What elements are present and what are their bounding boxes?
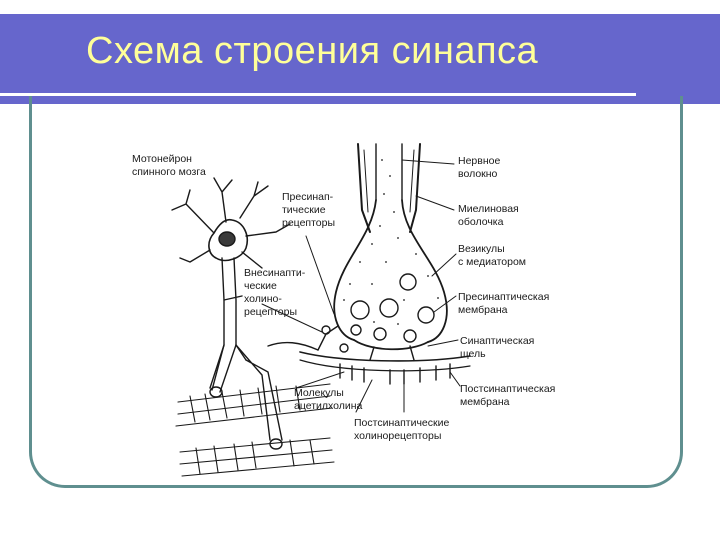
motoneuron-drawing <box>171 177 291 450</box>
label-postsynaptic-receptors: Постсинаптические холинорецепторы <box>354 417 452 442</box>
content-frame-edge <box>680 96 683 116</box>
label-vesicles: Везикулы с медиатором <box>458 243 526 268</box>
label-myelin-sheath: Миелиновая оболочка <box>458 203 522 228</box>
label-postsynaptic-membrane: Постсинаптическая мембрана <box>460 383 558 408</box>
postsynaptic-membrane-drawing <box>267 325 471 385</box>
title-divider <box>0 93 636 96</box>
label-extrasynaptic-receptors: Внесинапти- ческие холино- рецепторы <box>244 267 308 318</box>
title-bar <box>0 14 720 104</box>
label-presynaptic-membrane: Пресинаптическая мембрана <box>458 291 552 316</box>
label-nerve-fiber: Нервное волокно <box>458 155 503 180</box>
axoplasm-texture <box>343 159 439 325</box>
muscle-fibers-drawing <box>175 383 335 477</box>
content-frame <box>29 96 683 488</box>
label-presynaptic-receptors: Пресинап- тические рецепторы <box>282 191 336 229</box>
label-acetylcholine: Молекулы ацетилхолина <box>294 387 363 412</box>
label-synaptic-cleft: Синаптическая щель <box>460 335 537 360</box>
label-motoneuron: Мотонейрон спинного мозга <box>132 153 206 178</box>
leader-lines <box>261 159 461 413</box>
presynaptic-terminal-drawing <box>333 143 448 361</box>
slide-title: Схема строения синапса <box>86 30 539 72</box>
